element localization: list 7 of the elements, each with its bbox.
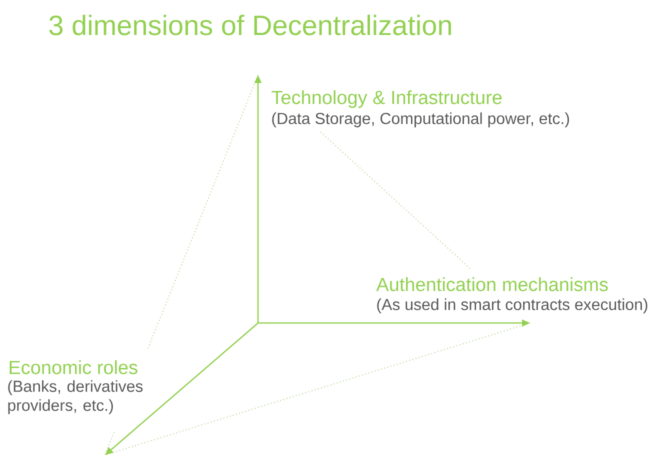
axis-description: (As used in smart contracts execution) xyxy=(377,298,648,314)
axis-label: Economic roles xyxy=(10,360,138,374)
axis-label: Technology & Infrastructure xyxy=(272,90,502,108)
title: 3 dimensions of Decentralization xyxy=(49,14,451,36)
axis-description: (Data Storage, Computational power, etc.) xyxy=(272,112,569,128)
axis-label: Authentication mechanisms xyxy=(376,277,608,292)
axis-description: (Banks, derivatives providers, etc.) xyxy=(8,380,143,414)
